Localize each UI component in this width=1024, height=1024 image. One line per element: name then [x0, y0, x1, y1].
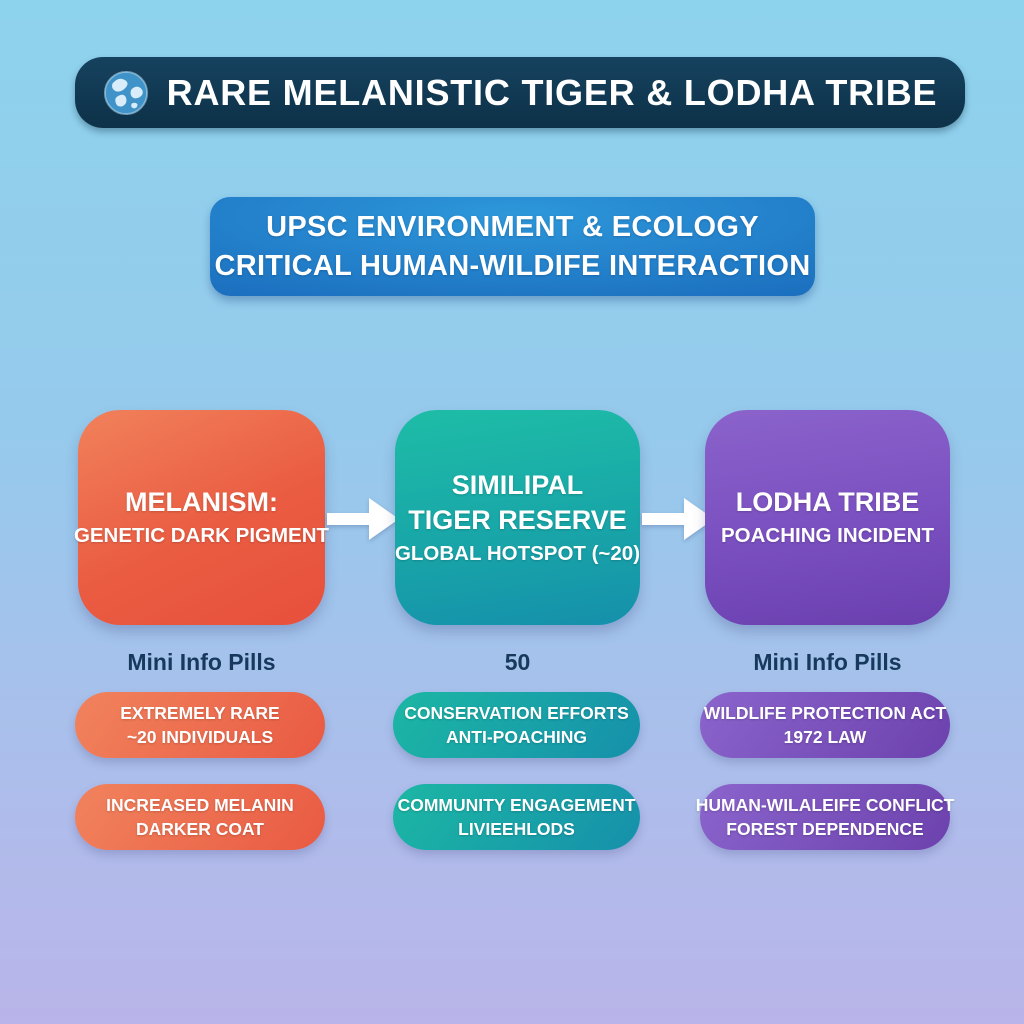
right-arrow-icon	[642, 498, 714, 540]
card-lodha-subtitle: POACHING INCIDENT	[721, 524, 934, 548]
subtitle-banner: UPSC ENVIRONMENT & ECOLOGY CRITICAL HUMA…	[210, 197, 815, 296]
page-title: RARE MELANISTIC TIGER & LODHA TRIBE	[166, 71, 938, 113]
pill-line: ~20 INDIVIDUALS	[126, 727, 274, 747]
pill-community-engagement: COMMUNITY ENGAGEMENT LIVIEEHLODS	[393, 784, 640, 850]
banner-line-2: CRITICAL HUMAN-WILDIFE INTERACTION	[214, 249, 811, 282]
pill-line: EXTREMELY RARE	[120, 702, 280, 723]
pill-increased-melanin: INCREASED MELANIN DARKER COAT	[75, 784, 325, 850]
pill-line: WILDLIFE PROTECTION ACT	[703, 702, 947, 723]
pill-line: ANTI-POACHING	[446, 727, 587, 747]
card-similipal-title2: TIGER RESERVE	[408, 504, 627, 535]
pill-line: COMMUNITY ENGAGEMENT	[397, 794, 636, 815]
card-similipal-title: SIMILIPAL	[451, 469, 584, 500]
pill-line: CONSERVATION EFFORTS	[404, 702, 629, 723]
banner-line-1: UPSC ENVIRONMENT & ECOLOGY	[266, 210, 759, 243]
pill-line: INCREASED MELANIN	[106, 794, 294, 815]
header-bar: RARE MELANISTIC TIGER & LODHA TRIBE	[75, 57, 965, 128]
card-melanism: MELANISM: GENETIC DARK PIGMENT	[74, 410, 329, 625]
pill-human-wildlife-conflict: HUMAN-WILALEIFE CONFLICT FOREST DEPENDEN…	[696, 784, 954, 850]
right-arrow-icon	[327, 498, 399, 540]
column-label-similipal: 50	[504, 649, 531, 675]
pill-extremely-rare: EXTREMELY RARE ~20 INDIVIDUALS	[75, 692, 325, 758]
pill-line: DARKER COAT	[135, 819, 264, 839]
card-similipal-subtitle: GLOBAL HOTSPOT (~20)	[394, 541, 641, 565]
globe-icon	[103, 70, 148, 115]
card-melanism-title: MELANISM:	[125, 487, 278, 518]
column-label-lodha: Mini Info Pills	[753, 649, 902, 675]
card-similipal: SIMILIPAL TIGER RESERVE GLOBAL HOTSPOT (…	[395, 410, 640, 625]
card-lodha-tribe: LODHA TRIBE POACHING INCIDENT	[705, 410, 950, 625]
pill-conservation-efforts: CONSERVATION EFFORTS ANTI-POACHING	[393, 692, 640, 758]
pill-line: FOREST DEPENDENCE	[726, 819, 924, 839]
card-lodha-title: LODHA TRIBE	[735, 487, 920, 518]
pill-line: 1972 LAW	[783, 727, 867, 747]
pill-line: LIVIEEHLODS	[458, 819, 575, 839]
card-melanism-subtitle: GENETIC DARK PIGMENT	[73, 524, 330, 548]
pill-line: HUMAN-WILALEIFE CONFLICT	[695, 794, 955, 815]
column-label-melanism: Mini Info Pills	[127, 649, 276, 675]
pill-wildlife-protection-act: WILDLIFE PROTECTION ACT 1972 LAW	[700, 692, 950, 758]
